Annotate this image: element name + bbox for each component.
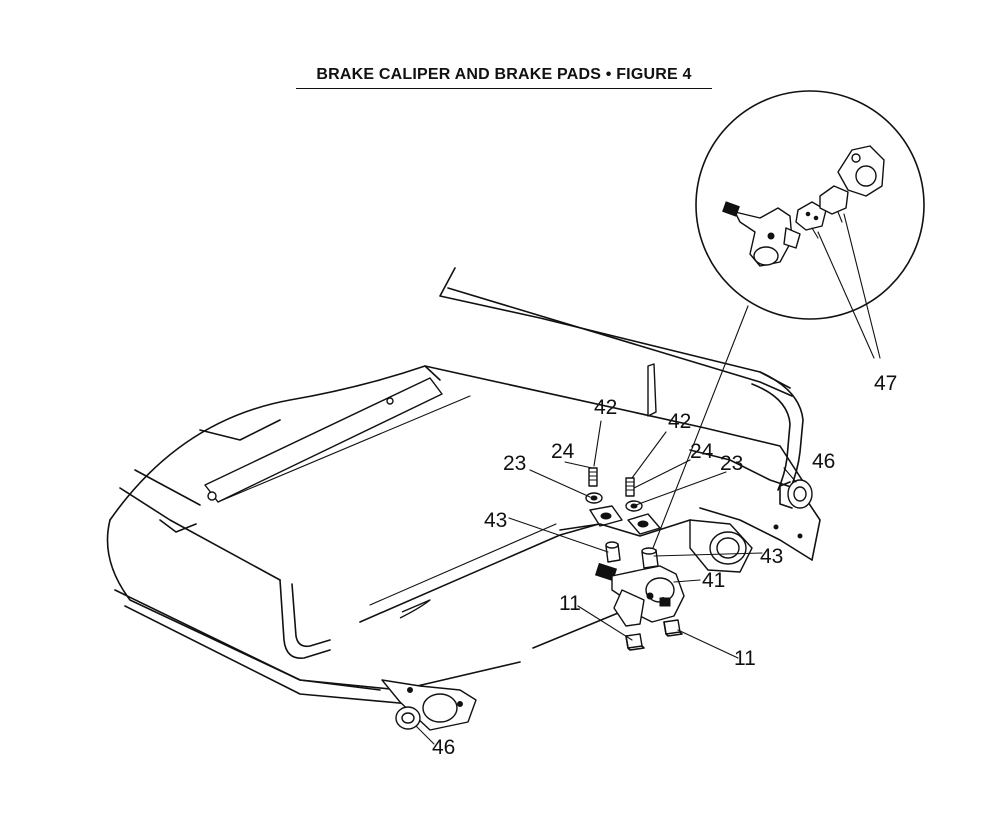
callout-24-left: 24 [551, 440, 575, 463]
frame-structure [106, 267, 821, 731]
wheel-hub-left [395, 706, 421, 730]
callout-43-left: 43 [484, 509, 507, 532]
leader-lines [415, 420, 797, 745]
detail-view-circle [652, 90, 925, 549]
callout-24-right: 24 [690, 440, 714, 463]
callout-46-left: 46 [432, 736, 455, 759]
brake-bolts-24 [588, 467, 635, 497]
brake-pads-11 [625, 619, 683, 651]
detail-bracket [837, 145, 885, 197]
callout-43-right: 43 [760, 545, 783, 568]
callout-41: 41 [702, 569, 725, 592]
detail-brake-pads [795, 185, 849, 239]
wheel-hub-right [779, 479, 813, 509]
callout-47: 47 [874, 372, 897, 395]
callout-42-left: 42 [594, 396, 617, 419]
washers-23 [585, 492, 643, 512]
mount-bracket [559, 505, 691, 537]
callout-labels: 47 42 42 24 24 23 23 43 43 46 46 41 11 1… [432, 372, 897, 759]
spacers-43 [605, 541, 659, 569]
callout-23-right: 23 [720, 452, 743, 475]
callout-46-right: 46 [812, 450, 835, 473]
callout-42-right: 42 [668, 410, 691, 433]
detail-caliper [722, 201, 801, 267]
callout-11-left: 11 [559, 592, 581, 615]
callout-11-right: 11 [734, 647, 756, 670]
brake-caliper-41 [594, 562, 685, 627]
callout-23-left: 23 [503, 452, 526, 475]
figure-title: BRAKE CALIPER AND BRAKE PADS • FIGURE 4 [296, 66, 712, 89]
